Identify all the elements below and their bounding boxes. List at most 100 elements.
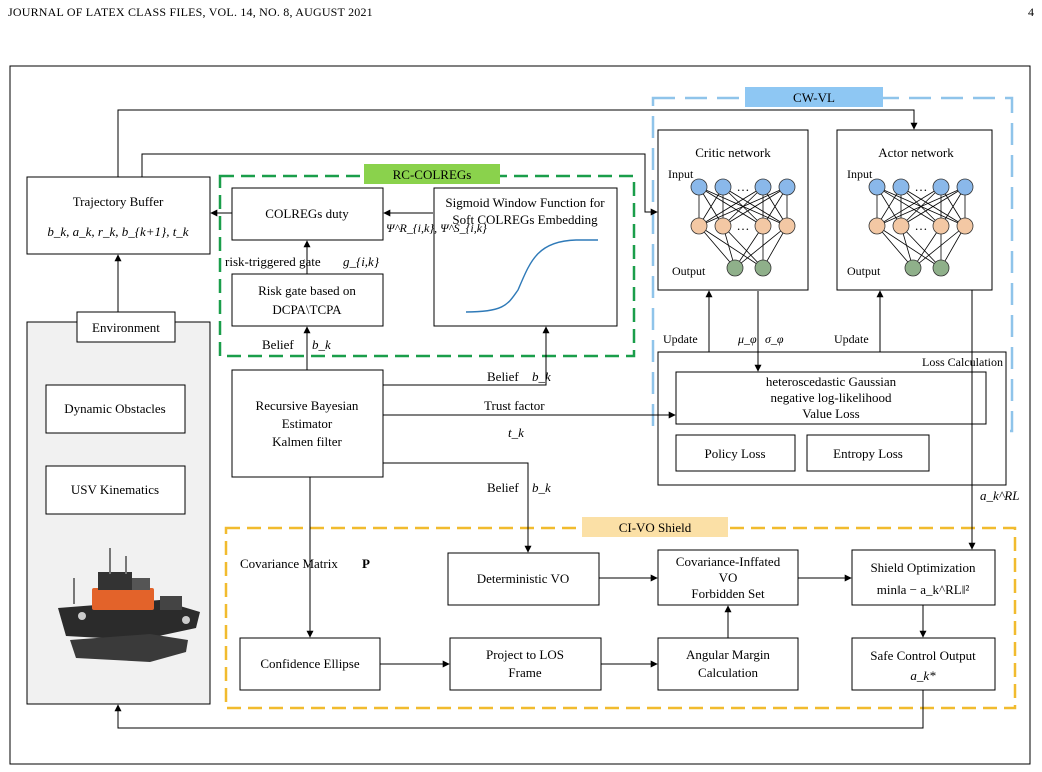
nn-ellipsis: …: [915, 218, 928, 233]
nn-input-node: [868, 178, 886, 196]
nn-edge: [912, 225, 942, 269]
deterministic-vo-label: Deterministic VO: [477, 571, 570, 586]
actor-input-label: Input: [847, 167, 873, 181]
rc-colregs-region: [218, 174, 636, 358]
actor-output-label: Output: [847, 264, 881, 278]
nn-edge: [876, 225, 942, 269]
entropy-loss-box: [806, 434, 930, 472]
cwvl-label-bg: [745, 87, 883, 107]
nn-edge: [900, 225, 942, 269]
a-rl-label: a_k^RL: [980, 488, 1019, 503]
estimator-line1: Recursive Bayesian: [256, 398, 359, 413]
nn-edge: [722, 225, 764, 269]
nn-hidden-node: [892, 217, 910, 235]
rc-colregs-label-bg: [364, 164, 500, 184]
hg-loss-line1: heteroscedastic Gaussian: [766, 374, 897, 389]
loss-calculation-label: Loss Calculation: [922, 355, 1003, 369]
nn-edge: [876, 186, 942, 227]
rc-colregs-label: RC-COLREGs: [393, 167, 472, 182]
nn-hidden-node: [690, 217, 708, 235]
critic-neural-net: ……: [690, 178, 796, 277]
update-label-actor: Update: [834, 332, 869, 346]
sigmoid-curve: [465, 239, 598, 313]
colregs-duty-box: [231, 187, 384, 241]
nn-input-node: [932, 178, 950, 196]
covariance-vo-line2: VO: [719, 570, 738, 585]
sigmoid-box: [433, 187, 618, 327]
covariance-vo-box: [657, 549, 799, 606]
actor-network-title: Actor network: [878, 145, 954, 160]
nn-edge: [912, 225, 966, 269]
outer-frame: [9, 65, 1031, 765]
cwvl-label: CW-VL: [793, 90, 835, 105]
nn-hidden-node: [956, 217, 974, 235]
belief-label-vo: Belief: [487, 480, 519, 495]
arrow-estimator-to-detvo: [383, 462, 532, 553]
confidence-ellipse-label: Confidence Ellipse: [260, 656, 360, 671]
civo-region: [224, 526, 1017, 710]
hg-loss-box: [675, 371, 987, 425]
nn-edge: [876, 186, 966, 227]
nn-input-node: [892, 178, 910, 196]
nn-input-node: [690, 178, 708, 196]
angular-margin-line2: Calculation: [698, 665, 758, 680]
mu-label: μ_φ: [737, 332, 757, 346]
project-los-line1: Project to LOS: [486, 647, 564, 662]
nn-edge: [734, 225, 764, 269]
covariance-matrix-label: Covariance Matrix: [240, 556, 338, 571]
nn-edge: [698, 225, 764, 269]
trajectory-buffer-title: Trajectory Buffer: [73, 194, 164, 209]
critic-network-title: Critic network: [695, 145, 771, 160]
nn-input-node: [754, 178, 772, 196]
nn-edge: [722, 186, 788, 227]
covariance-vo-line1: Covariance-Inffated: [676, 554, 781, 569]
arrow-estimator-to-sigmoid: [383, 326, 550, 386]
confidence-ellipse-box: [239, 637, 381, 691]
angular-margin-box: [657, 637, 799, 691]
nn-output-node: [754, 259, 772, 277]
estimator-box: [231, 369, 384, 478]
belief-symbol-vo: b_k: [532, 480, 551, 495]
shield-optimization-formula: min‖a − a_k^RL‖²: [877, 582, 970, 597]
gate-symbol: g_{i,k}: [343, 254, 380, 269]
nn-output-node: [932, 259, 950, 277]
psi-label: Ψ^R_{i,k}, Ψ^S_{i,k}: [386, 221, 487, 235]
usv-boat-image: [58, 548, 200, 662]
update-label-critic: Update: [663, 332, 698, 346]
nn-edge: [876, 225, 914, 269]
policy-loss-label: Policy Loss: [704, 446, 765, 461]
dynamic-obstacles-label: Dynamic Obstacles: [64, 401, 165, 416]
trust-symbol: t_k: [508, 425, 524, 440]
nn-input-node: [956, 178, 974, 196]
civo-label: CI-VO Shield: [619, 520, 692, 535]
nn-hidden-node: [754, 217, 772, 235]
policy-loss-box: [675, 434, 796, 472]
hg-loss-line2: negative log-likelihood: [771, 390, 892, 405]
nn-input-node: [778, 178, 796, 196]
usv-kinematics-box: [45, 465, 186, 515]
nn-edge: [698, 186, 788, 227]
nn-output-node: [726, 259, 744, 277]
dynamic-obstacles-box: [45, 384, 186, 434]
critic-output-label: Output: [672, 264, 706, 278]
entropy-loss-label: Entropy Loss: [833, 446, 903, 461]
nn-ellipsis: …: [915, 179, 928, 194]
arrow-safe-to-environment: [114, 690, 924, 729]
nn-hidden-node: [932, 217, 950, 235]
actor-neural-net: ……: [868, 178, 974, 277]
environment-box: [76, 311, 176, 343]
deterministic-vo-box: [447, 552, 600, 606]
sigmoid-line2: Soft COLREGs Embedding: [452, 212, 598, 227]
belief-label-gate: Belief: [262, 337, 294, 352]
sigma-label: σ_φ: [765, 332, 784, 346]
belief-label-sigmoid: Belief: [487, 369, 519, 384]
trajectory-buffer-box: [26, 176, 211, 255]
estimator-line3: Kalmen filter: [272, 434, 342, 449]
shield-optimization-title: Shield Optimization: [870, 560, 976, 575]
nn-edge: [734, 225, 788, 269]
risk-gate-line1: Risk gate based on: [258, 283, 356, 298]
covariance-vo-line3: Forbidden Set: [691, 586, 765, 601]
colregs-duty-label: COLREGs duty: [265, 206, 349, 221]
arrow-buffer-to-critic: [141, 153, 658, 216]
